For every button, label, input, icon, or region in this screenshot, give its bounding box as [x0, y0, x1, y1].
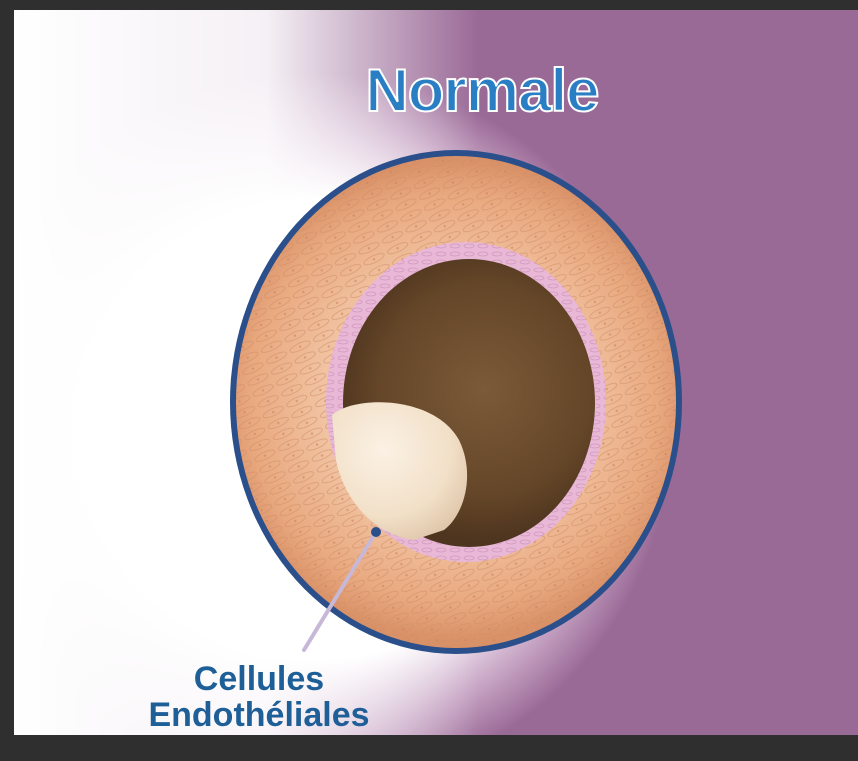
callout-pointer-dot: [371, 527, 381, 537]
bottom-frame-bar: [0, 735, 858, 761]
title-text: Normale: [365, 57, 598, 124]
callout-label-line2: Endothéliales: [148, 696, 369, 734]
artery-cross-section-illustration: Normale Cellules Endothéliales: [14, 10, 858, 735]
illustration: Normale Cellules Endothéliales: [14, 10, 858, 735]
callout-label-line1: Cellules: [194, 660, 324, 698]
